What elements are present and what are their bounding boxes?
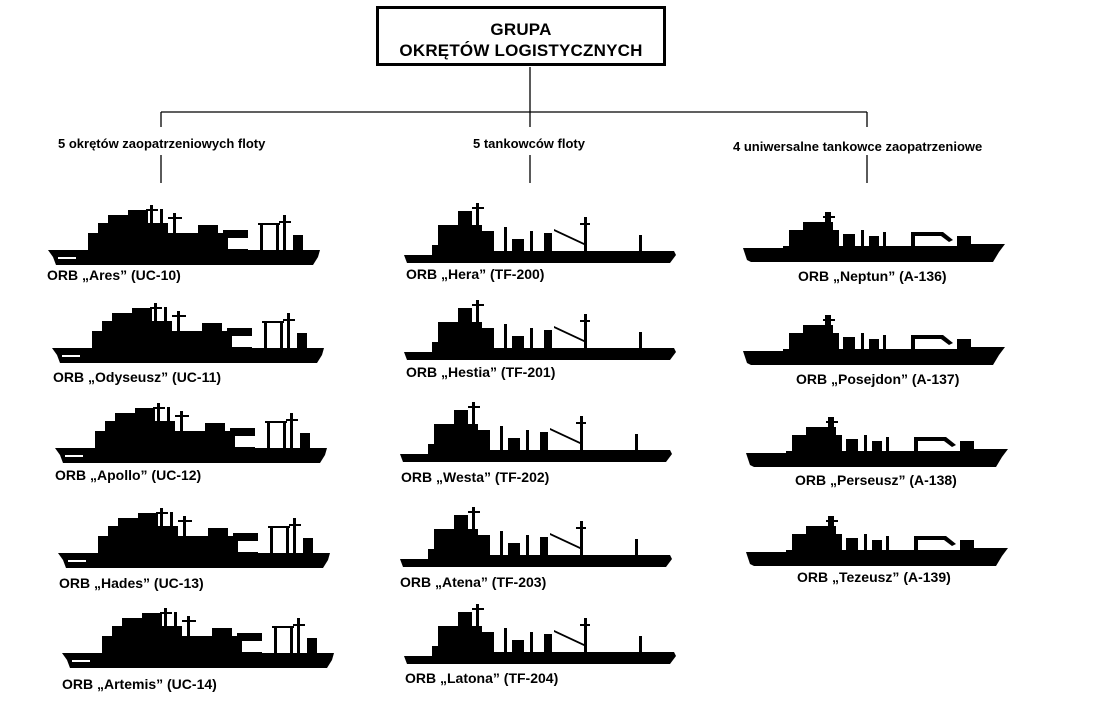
tanker-silhouette-icon (404, 604, 676, 664)
group-label-tankers: 5 tankowców floty (473, 136, 585, 151)
ship-label-perseusz: ORB „Perseusz” (A-138) (795, 472, 957, 488)
ship-label-tezeusz: ORB „Tezeusz” (A-139) (797, 569, 951, 585)
replenishment-tanker-silhouette-icon (746, 417, 1008, 467)
title-line-1: GRUPA (490, 20, 552, 39)
supply-ship-silhouette-icon (48, 205, 320, 265)
ship-label-latona: ORB „Latona” (TF-204) (405, 670, 559, 686)
connector-lines (160, 67, 868, 183)
supply-ship-silhouette-icon (55, 403, 327, 463)
tanker-silhouette-icon (404, 203, 676, 263)
ship-label-ares: ORB „Ares” (UC-10) (47, 267, 181, 283)
ship-label-hestia: ORB „Hestia” (TF-201) (406, 364, 556, 380)
ship-label-westa: ORB „Westa” (TF-202) (401, 469, 550, 485)
tanker-silhouette-icon (400, 507, 672, 567)
ship-label-atena: ORB „Atena” (TF-203) (400, 574, 547, 590)
ship-silhouette-group-3 (743, 212, 1008, 566)
ship-label-hera: ORB „Hera” (TF-200) (406, 266, 545, 282)
supply-ship-silhouette-icon (52, 303, 324, 363)
title-box: GRUPA OKRĘTÓW LOGISTYCZNYCH (376, 6, 666, 66)
group-label-replenishment-tankers: 4 uniwersalne tankowce zaopatrzeniowe (733, 139, 983, 154)
group-label-supply-ships: 5 okrętów zaopatrzeniowych floty (58, 136, 266, 151)
ship-label-odyseusz: ORB „Odyseusz” (UC-11) (53, 369, 222, 385)
tanker-silhouette-icon (400, 402, 672, 462)
replenishment-tanker-silhouette-icon (743, 212, 1005, 262)
tanker-silhouette-icon (404, 300, 676, 360)
title-line-2: OKRĘTÓW LOGISTYCZNYCH (399, 41, 643, 60)
replenishment-tanker-silhouette-icon (746, 516, 1008, 566)
ship-label-apollo: ORB „Apollo” (UC-12) (55, 467, 202, 483)
ship-label-hades: ORB „Hades” (UC-13) (59, 575, 204, 591)
supply-ship-silhouette-icon (62, 608, 334, 668)
replenishment-tanker-silhouette-icon (743, 315, 1005, 365)
ship-label-neptun: ORB „Neptun” (A-136) (798, 268, 947, 284)
ship-label-posejdon: ORB „Posejdon” (A-137) (796, 371, 960, 387)
supply-ship-silhouette-icon (58, 508, 330, 568)
ship-label-artemis: ORB „Artemis” (UC-14) (62, 676, 217, 692)
